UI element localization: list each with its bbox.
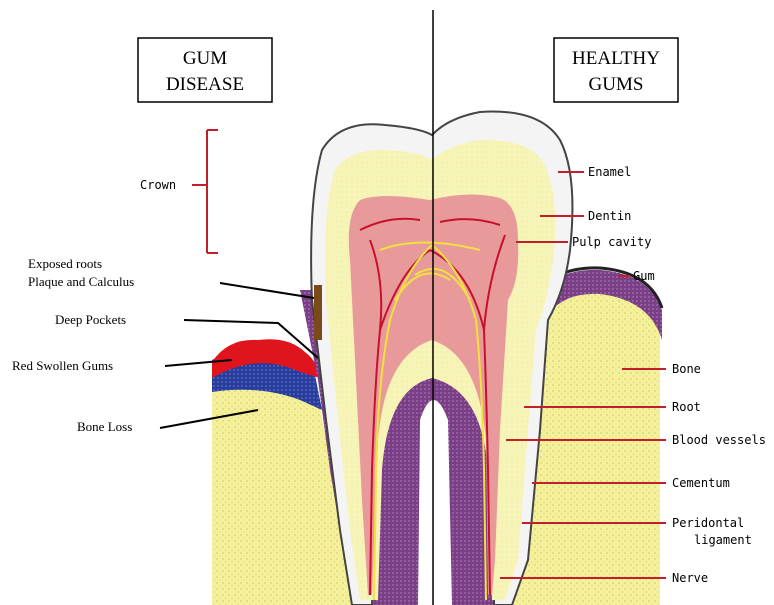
label-blood-vessels: Blood vessels	[672, 433, 766, 447]
svg-text:DISEASE: DISEASE	[166, 74, 244, 95]
label-crown: Crown	[140, 178, 176, 192]
label-plaque: Plaque and Calculus	[28, 274, 134, 289]
label-bone-loss: Bone Loss	[77, 419, 132, 434]
crown-bracket	[207, 130, 218, 253]
calculus	[314, 285, 322, 340]
title-gum-disease: GUM DISEASE	[138, 38, 272, 102]
label-nerve: Nerve	[672, 571, 708, 585]
label-root: Root	[672, 400, 701, 414]
svg-text:HEALTHY: HEALTHY	[572, 48, 660, 69]
label-gum: Gum	[633, 269, 655, 283]
label-exposed-roots: Exposed roots	[28, 256, 102, 271]
label-enamel: Enamel	[588, 165, 631, 179]
svg-text:GUM: GUM	[183, 48, 227, 69]
title-healthy-gums: HEALTHY GUMS	[554, 38, 678, 102]
label-dentin: Dentin	[588, 209, 631, 223]
label-ligament: ligament	[694, 533, 752, 547]
label-cementum: Cementum	[672, 476, 730, 490]
label-deep-pockets: Deep Pockets	[55, 312, 126, 327]
label-red-swollen-gums: Red Swollen Gums	[12, 358, 113, 373]
label-bone: Bone	[672, 362, 701, 376]
svg-text:GUMS: GUMS	[589, 74, 644, 95]
label-pulp-cavity: Pulp cavity	[572, 235, 651, 249]
label-peridontal: Peridontal	[672, 516, 744, 530]
